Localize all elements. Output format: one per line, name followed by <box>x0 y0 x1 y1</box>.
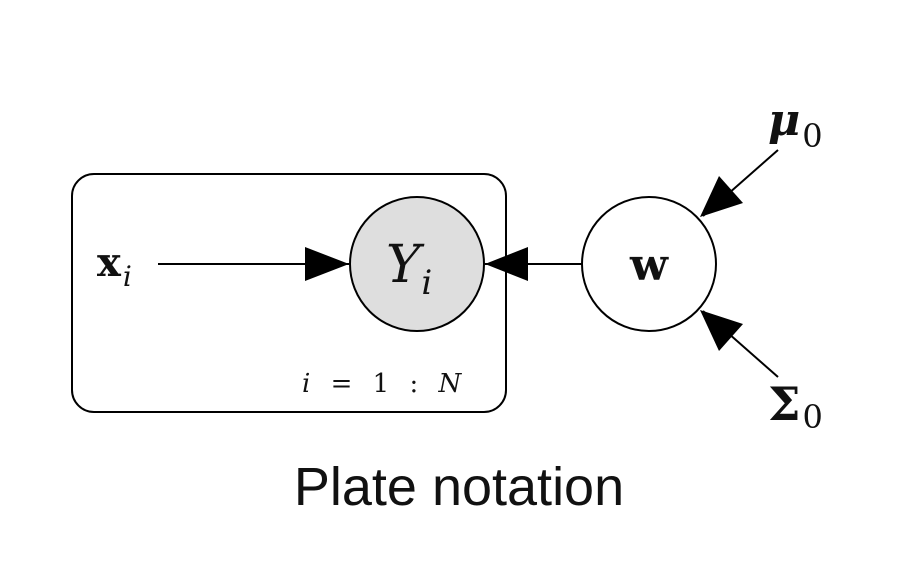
label-w: w <box>629 240 669 291</box>
label-x: xi <box>97 239 132 293</box>
caption: Plate notation <box>294 457 624 517</box>
arrowhead-w-to-y <box>485 247 528 281</box>
plate-index-label: i = 1 : N <box>302 369 463 399</box>
label-sigma: Σ0 <box>768 377 823 436</box>
label-mu: μ0 <box>768 95 823 155</box>
node-w <box>581 196 717 332</box>
arrowhead-x-to-y <box>305 247 349 281</box>
label-y: Yi <box>386 235 432 303</box>
plate-box <box>71 173 507 413</box>
node-y <box>349 196 485 332</box>
edges <box>158 149 779 378</box>
arrowhead-sigma-to-w <box>700 310 743 351</box>
arrowhead-mu-to-w <box>700 176 743 217</box>
